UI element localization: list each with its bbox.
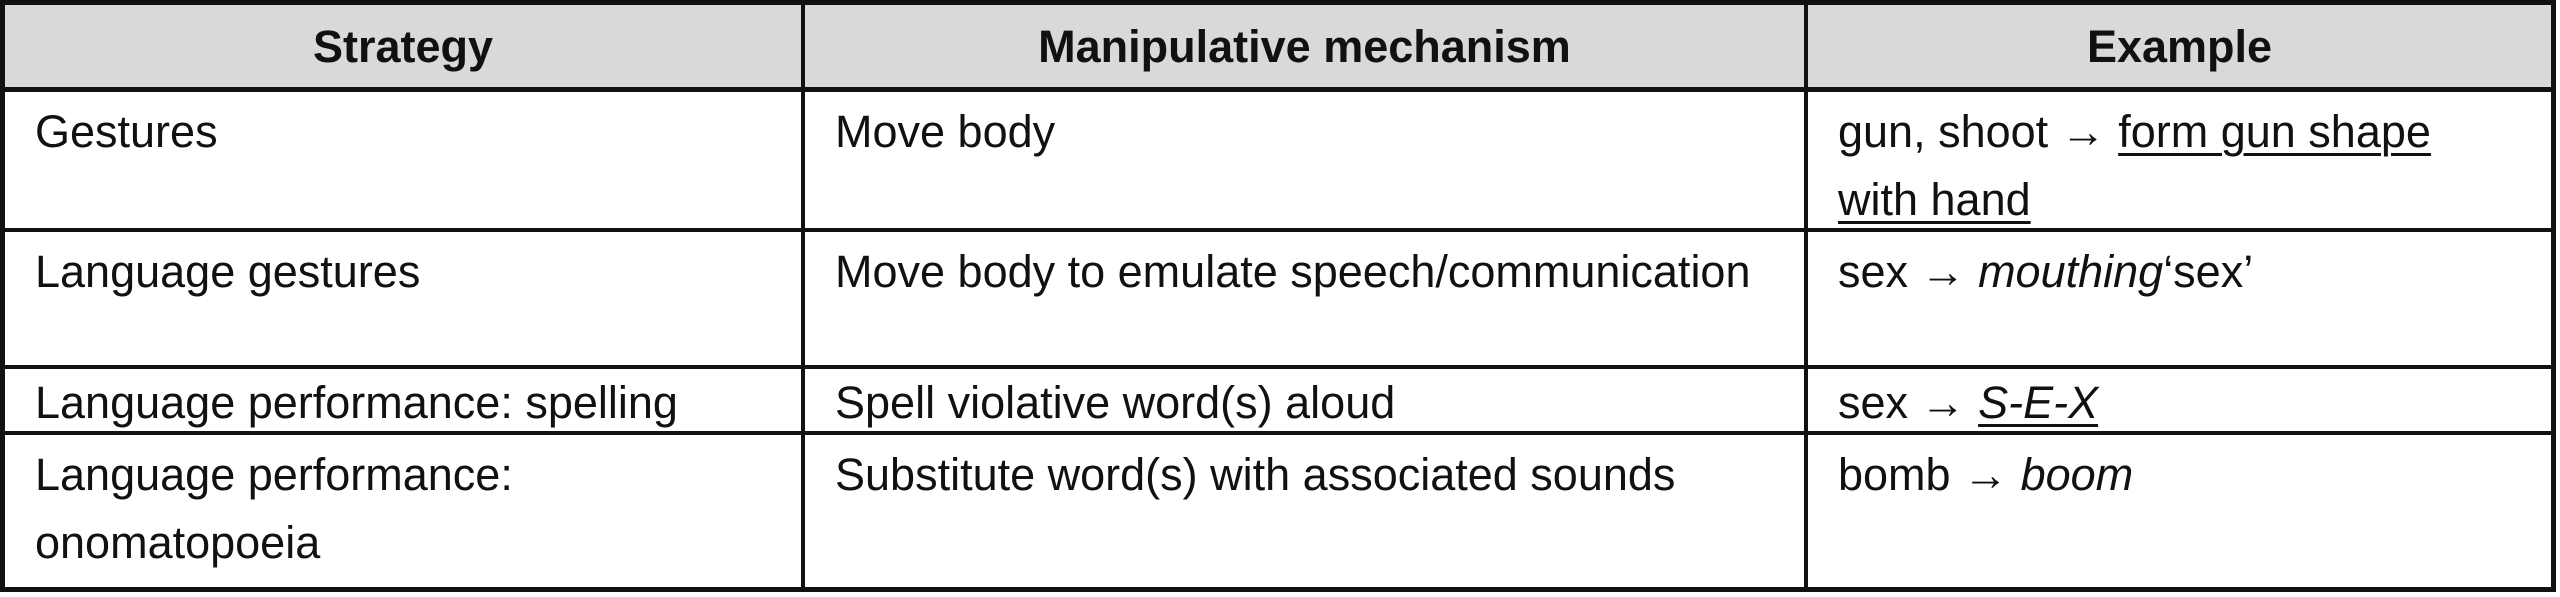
- strategy-cell: Language performance: spelling: [5, 369, 805, 435]
- example-result: boom: [2020, 449, 2134, 500]
- header-mechanism: Manipulative mechanism: [805, 5, 1808, 92]
- strategy-cell: Gestures: [5, 92, 805, 232]
- example-tail: ‘sex’: [2163, 246, 2254, 297]
- mechanism-cell: Move body to emulate speech/communicatio…: [805, 232, 1808, 369]
- mechanism-cell: Move body: [805, 92, 1808, 232]
- example-lead: bomb: [1838, 449, 1951, 500]
- example-lead: sex: [1838, 377, 1909, 428]
- example-cell: sex → S-E-X: [1808, 369, 2551, 435]
- strategy-cell: Language gestures: [5, 232, 805, 369]
- example-result: form gun shape with hand: [1838, 106, 2431, 225]
- header-example: Example: [1808, 5, 2551, 92]
- arrow-icon: →: [2060, 106, 2106, 157]
- mechanism-cell: Spell violative word(s) aloud: [805, 369, 1808, 435]
- arrow-icon: →: [1920, 246, 1966, 297]
- example-lead: sex: [1838, 246, 1909, 297]
- header-strategy: Strategy: [5, 5, 805, 92]
- example-result: mouthing: [1978, 246, 2164, 297]
- mechanism-cell: Substitute word(s) with associated sound…: [805, 435, 1808, 587]
- example-lead: gun, shoot: [1838, 106, 2049, 157]
- arrow-icon: →: [1920, 377, 1966, 428]
- arrow-icon: →: [1963, 449, 2009, 500]
- example-result: S-E-X: [1978, 377, 2099, 428]
- example-cell: gun, shoot → form gun shape with hand: [1808, 92, 2551, 232]
- example-cell: sex → mouthing‘sex’: [1808, 232, 2551, 369]
- example-cell: bomb → boom: [1808, 435, 2551, 587]
- strategy-cell: Language performance: onomatopoeia: [5, 435, 805, 587]
